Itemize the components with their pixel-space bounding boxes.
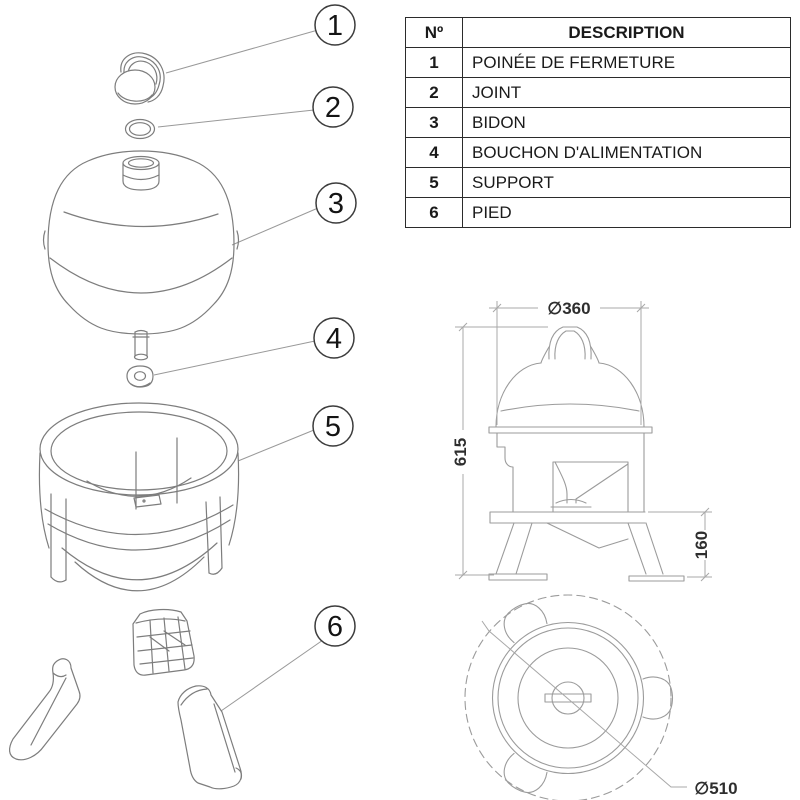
top-view: ∅510 — [464, 594, 738, 800]
callout-3: 3 — [315, 182, 357, 224]
dim-top-diameter-label: ∅360 — [547, 299, 590, 318]
part-support — [38, 402, 240, 592]
table-row: 2 JOINT — [405, 77, 791, 108]
part-description-cell: BOUCHON D'ALIMENTATION — [462, 137, 791, 168]
top-view-feet — [497, 596, 674, 800]
dimension-foot-height: 160 — [648, 507, 712, 582]
part-feeding-cap — [126, 365, 154, 388]
part-number-cell: 2 — [405, 77, 463, 108]
side-view: ∅360 615 160 — [451, 299, 712, 582]
leader-line-3 — [231, 207, 319, 246]
dim-base-diameter-label: ∅510 — [694, 779, 737, 798]
parts-table: Nº DESCRIPTION 1 POINÉE DE FERMETURE 2 J… — [405, 17, 791, 228]
part-handle — [114, 52, 165, 105]
foot-middle — [132, 608, 195, 676]
callout-4-number: 4 — [326, 323, 342, 355]
table-header-row: Nº DESCRIPTION — [405, 17, 791, 48]
callout-2-number: 2 — [325, 92, 341, 124]
foot-right — [177, 685, 243, 790]
leader-line-2 — [157, 109, 315, 128]
part-description-cell: JOINT — [462, 77, 791, 108]
leader-line-1 — [165, 29, 319, 74]
table-row: 4 BOUCHON D'ALIMENTATION — [405, 137, 791, 168]
part-description-cell: PIED — [462, 197, 791, 228]
part-number-cell: 3 — [405, 107, 463, 138]
table-row: 1 POINÉE DE FERMETURE — [405, 47, 791, 78]
callout-6: 6 — [314, 605, 356, 647]
part-number-cell: 6 — [405, 197, 463, 228]
dimension-top-diameter: ∅360 — [489, 299, 649, 425]
part-description-cell: BIDON — [462, 107, 791, 138]
callout-1-number: 1 — [327, 10, 343, 42]
callout-2: 2 — [312, 86, 354, 128]
dimension-total-height: 615 — [451, 322, 548, 580]
foot-left — [9, 658, 81, 761]
leader-line-5 — [237, 429, 315, 462]
callout-5: 5 — [312, 405, 354, 447]
part-description-cell: SUPPORT — [462, 167, 791, 198]
dim-foot-height-label: 160 — [692, 531, 711, 559]
callout-1: 1 — [314, 4, 356, 46]
header-description: DESCRIPTION — [462, 17, 791, 48]
part-tank — [42, 150, 240, 361]
part-number-cell: 5 — [405, 167, 463, 198]
callout-6-number: 6 — [327, 611, 343, 643]
leader-line-6 — [220, 639, 324, 712]
callout-5-number: 5 — [325, 411, 341, 443]
leader-line-4 — [153, 340, 316, 376]
part-description-cell: POINÉE DE FERMETURE — [462, 47, 791, 78]
part-feet — [9, 608, 243, 790]
callout-4: 4 — [313, 317, 355, 359]
header-no: Nº — [405, 17, 463, 48]
part-number-cell: 4 — [405, 137, 463, 168]
callout-3-number: 3 — [328, 188, 344, 220]
exploded-view: 1 2 3 4 5 6 — [9, 4, 357, 790]
part-number-cell: 1 — [405, 47, 463, 78]
part-joint-ring — [124, 118, 156, 140]
dim-total-height-label: 615 — [451, 438, 470, 466]
table-row: 5 SUPPORT — [405, 167, 791, 198]
table-row: 6 PIED — [405, 197, 791, 228]
table-row: 3 BIDON — [405, 107, 791, 138]
dimension-base-diameter: ∅510 — [481, 620, 738, 798]
